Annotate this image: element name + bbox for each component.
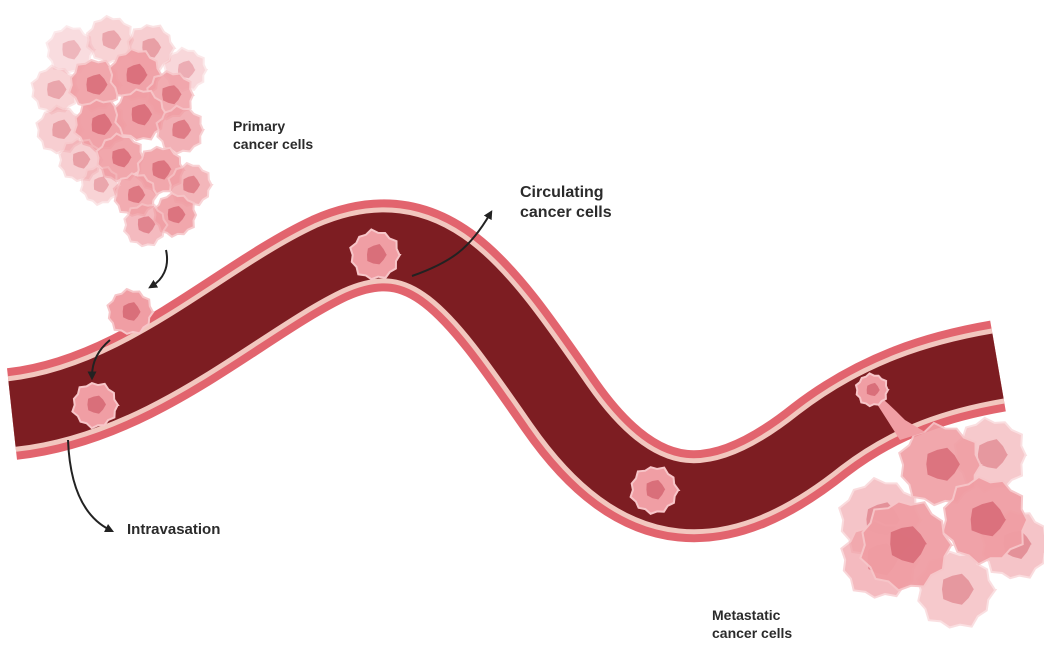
primary-label-line2: cancer cells	[233, 136, 313, 154]
metastatic-cancer-cells-label: Metastatic cancer cells	[712, 607, 792, 642]
cancer-cell-icon	[157, 106, 204, 154]
metastatic-label-line2: cancer cells	[712, 625, 792, 643]
arrow-icon	[152, 250, 167, 286]
intravasation-label: Intravasation	[127, 521, 220, 540]
cancer-cell-icon	[81, 166, 120, 205]
primary-label-line1: Primary	[233, 118, 313, 136]
circulating-cancer-cells-label: Circulating cancer cells	[520, 183, 612, 223]
arrow-icon	[68, 440, 110, 530]
metastatic-label-line1: Metastatic	[712, 607, 792, 625]
intravasation-label-text: Intravasation	[127, 521, 220, 540]
circulating-label-line1: Circulating	[520, 183, 612, 203]
primary-tumor-cluster	[32, 16, 212, 246]
primary-cancer-cells-label: Primary cancer cells	[233, 118, 313, 153]
circulating-label-line2: cancer cells	[520, 203, 612, 223]
blood-vessel	[12, 245, 998, 496]
